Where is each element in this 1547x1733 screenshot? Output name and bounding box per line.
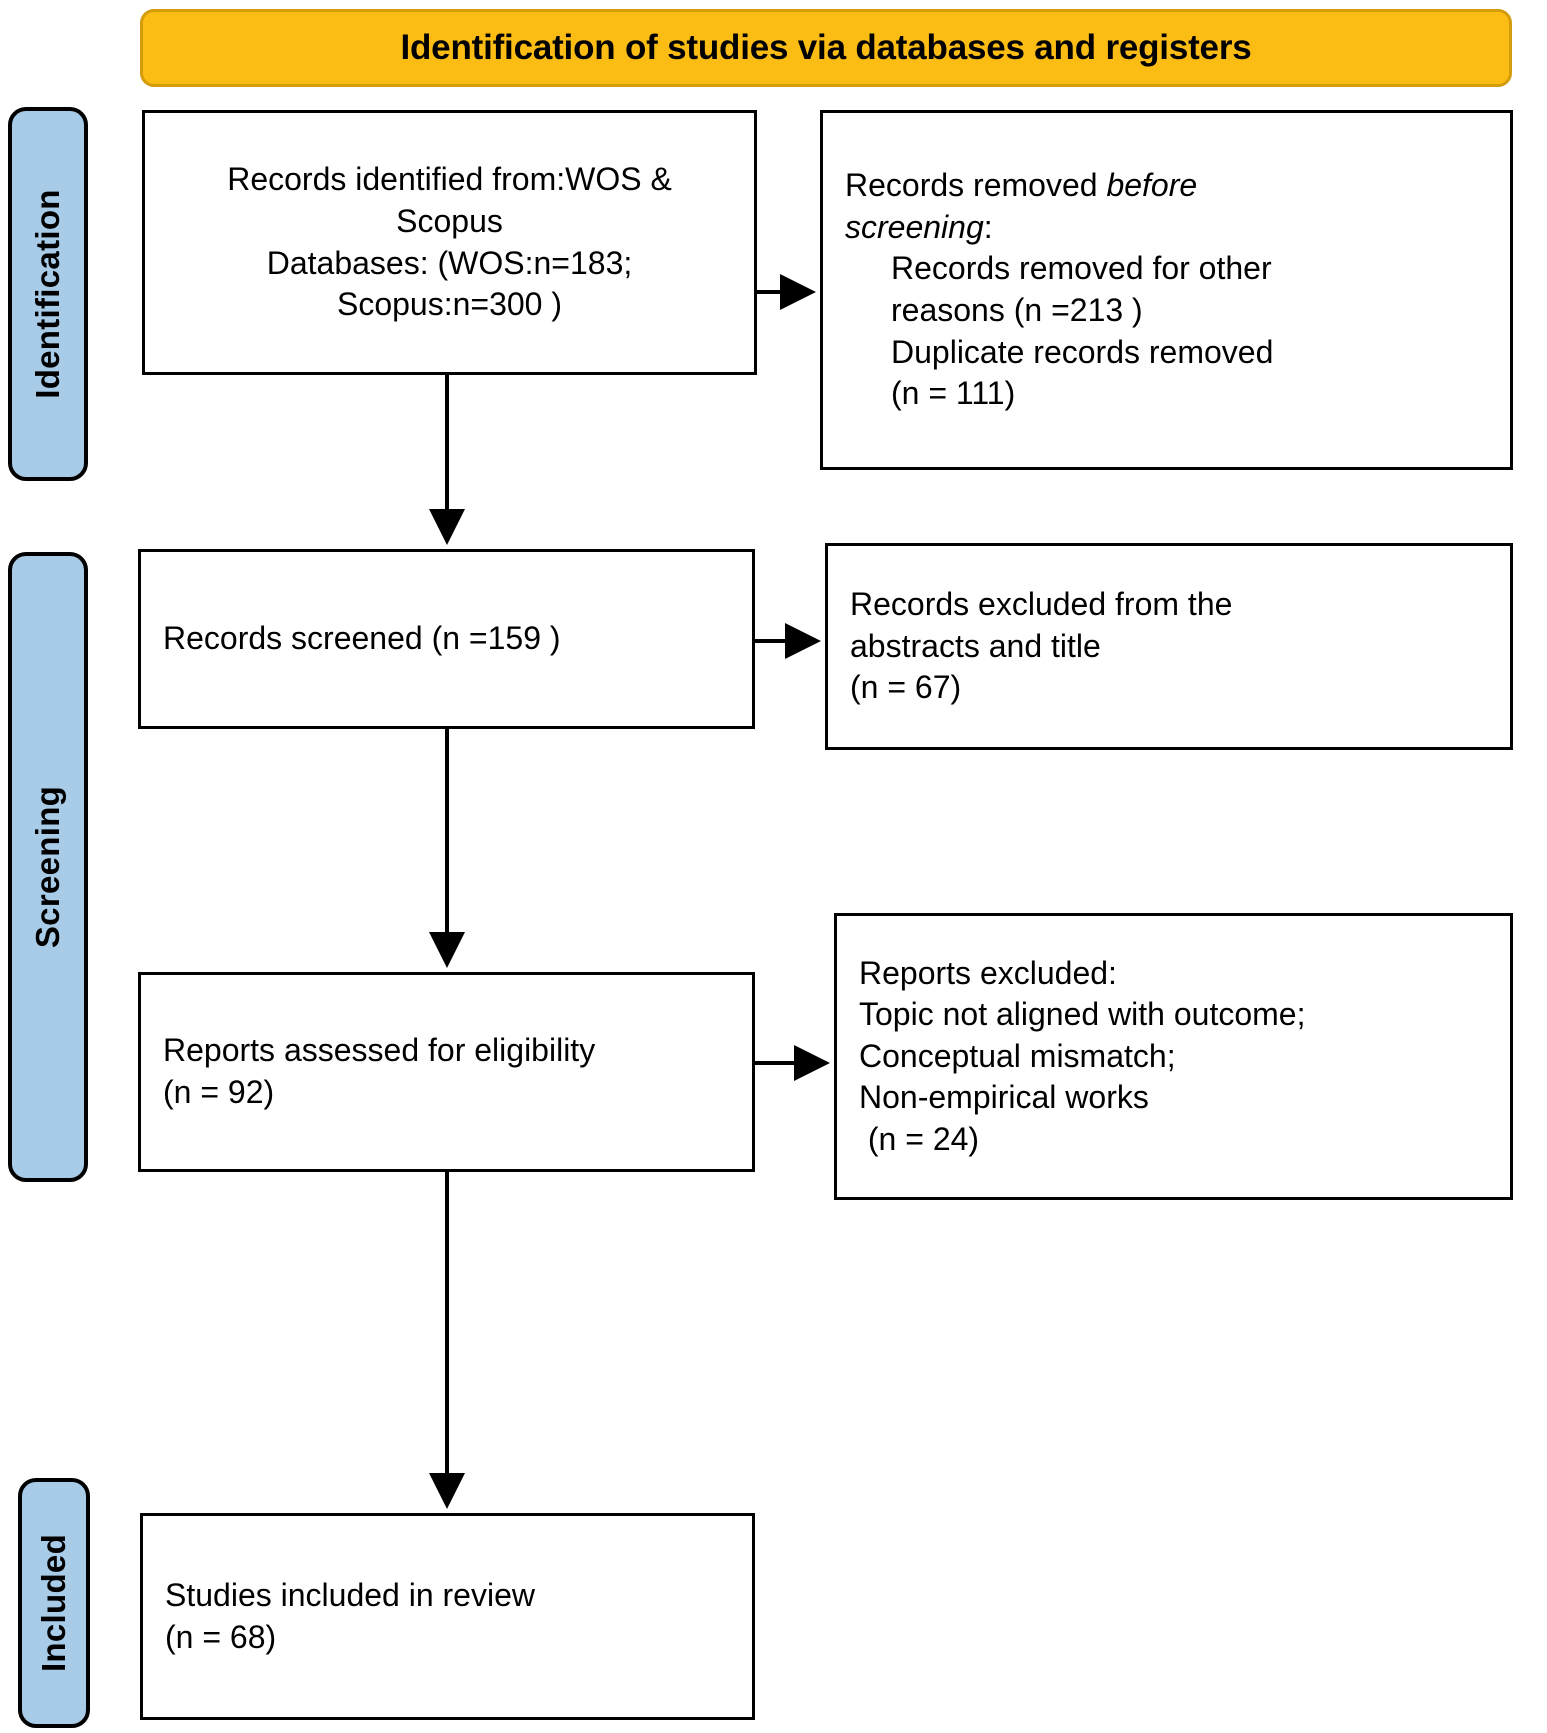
box-reports-excluded-line-2: Topic not aligned with outcome; <box>859 996 1306 1033</box>
box-reports-assessed-eligibility: Reports assessed for eligibility (n = 92… <box>138 972 755 1172</box>
box-records-removed-heading-italic-2: screening <box>845 208 984 245</box>
stage-rail-screening-label: Screening <box>29 785 67 949</box>
box-records-identified-line-3: Databases: (WOS:n=183; <box>266 244 633 281</box>
box-records-excluded-abstracts-line-2: abstracts and title <box>850 627 1101 664</box>
box-records-screened: Records screened (n =159 ) <box>138 549 755 729</box>
box-records-removed-line-1: Records removed for other <box>891 250 1272 287</box>
box-reports-excluded-line-4: Non-empirical works <box>859 1079 1149 1116</box>
box-records-removed-heading-plain: Records removed <box>845 167 1107 204</box>
box-records-removed-line-4: (n = 111) <box>891 375 1016 412</box>
stage-rail-screening: Screening <box>8 552 88 1182</box>
stage-rail-identification-label: Identification <box>29 189 67 399</box>
phase-banner-identification-label: Identification of studies via databases … <box>400 28 1252 67</box>
stage-rail-identification: Identification <box>8 107 88 481</box>
box-studies-included-line-1: Studies included in review <box>165 1576 535 1613</box>
box-records-removed-heading-colon: : <box>983 208 993 245</box>
box-records-screened-line-1: Records screened (n =159 ) <box>163 620 561 657</box>
box-records-removed-heading-italic-1: before <box>1106 167 1198 204</box>
box-records-identified-line-2: Scopus <box>396 202 503 239</box>
box-records-excluded-abstracts-title: Records excluded from the abstracts and … <box>825 543 1513 750</box>
box-records-removed-heading: Records removed before <box>845 165 1532 207</box>
box-records-removed-heading-line-2: screening: <box>845 207 1532 249</box>
box-reports-excluded-line-1: Reports excluded: <box>859 954 1117 991</box>
stage-rail-included: Included <box>18 1478 90 1728</box>
box-reports-excluded-line-3: Conceptual mismatch; <box>859 1037 1176 1074</box>
box-studies-included-in-review: Studies included in review (n = 68) <box>140 1513 755 1720</box>
box-reports-assessed-eligibility-line-1: Reports assessed for eligibility <box>163 1032 596 1069</box>
box-records-excluded-abstracts-line-1: Records excluded from the <box>850 586 1233 623</box>
box-reports-excluded: Reports excluded: Topic not aligned with… <box>834 913 1513 1200</box>
stage-rail-included-label: Included <box>35 1533 73 1673</box>
box-records-identified: Records identified from:WOS & Scopus Dat… <box>142 110 757 375</box>
box-studies-included-line-2: (n = 68) <box>165 1618 277 1655</box>
box-records-identified-line-4: Scopus:n=300 ) <box>336 286 563 323</box>
box-records-excluded-abstracts-line-3: (n = 67) <box>850 669 962 706</box>
phase-banner-identification: Identification of studies via databases … <box>140 9 1512 87</box>
box-records-identified-line-1: Records identified from:WOS & <box>227 161 672 198</box>
box-reports-excluded-line-5: (n = 24) <box>859 1120 980 1157</box>
box-records-removed-line-3: Duplicate records removed <box>891 333 1274 370</box>
box-records-removed-line-2: reasons (n =213 ) <box>891 292 1143 328</box>
box-records-removed-before-screening: Records removed before screening: Record… <box>820 110 1513 470</box>
box-reports-assessed-eligibility-line-2: (n = 92) <box>163 1074 275 1110</box>
